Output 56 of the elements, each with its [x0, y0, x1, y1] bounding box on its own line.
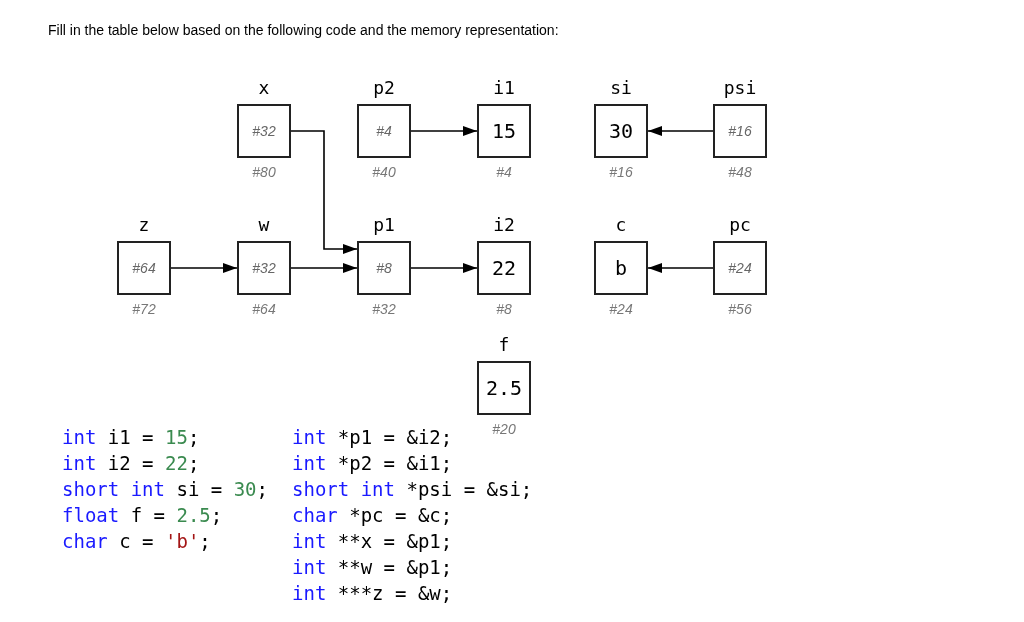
variable-name: w: [258, 214, 270, 237]
code-line: char c = 'b';: [62, 529, 211, 554]
memory-address: #80: [252, 163, 276, 182]
instruction-text: Fill in the table below based on the following code and the memory representation:: [48, 21, 559, 40]
code-line: char *pc = &c;: [292, 503, 453, 528]
memory-cell: 15: [477, 104, 531, 158]
memory-cell: b: [594, 241, 648, 295]
memory-cell: #8: [357, 241, 411, 295]
variable-name: psi: [723, 77, 757, 100]
memory-address: #24: [609, 300, 633, 319]
variable-name: i1: [493, 77, 515, 100]
variable-name: pc: [729, 214, 751, 237]
code-line: int i2 = 22;: [62, 451, 200, 476]
memory-address: #48: [728, 163, 752, 182]
memory-address: #40: [372, 163, 396, 182]
memory-address: #20: [492, 420, 516, 439]
variable-name: x: [258, 77, 270, 100]
code-line: int **w = &p1;: [292, 555, 453, 580]
memory-cell: 22: [477, 241, 531, 295]
memory-cell: 30: [594, 104, 648, 158]
pointer-arrow: [290, 130, 358, 254]
memory-cell: #24: [713, 241, 767, 295]
code-line: short int *psi = &si;: [292, 477, 533, 502]
memory-address: #32: [372, 300, 396, 319]
memory-cell: #32: [237, 241, 291, 295]
variable-name: c: [615, 214, 627, 237]
memory-address: #72: [132, 300, 156, 319]
pointer-arrow: [410, 263, 478, 273]
memory-address: #64: [252, 300, 276, 319]
code-line: int *p2 = &i1;: [292, 451, 453, 476]
variable-name: z: [138, 214, 150, 237]
pointer-arrow: [647, 263, 714, 273]
memory-cell: #16: [713, 104, 767, 158]
variable-name: p2: [373, 77, 395, 100]
variable-name: f: [498, 334, 510, 357]
memory-cell: #64: [117, 241, 171, 295]
variable-name: i2: [493, 214, 515, 237]
code-line: int *p1 = &i2;: [292, 425, 453, 450]
memory-address: #56: [728, 300, 752, 319]
variable-name: si: [610, 77, 632, 100]
code-line: int ***z = &w;: [292, 581, 453, 606]
memory-address: #8: [496, 300, 512, 319]
variable-name: p1: [373, 214, 395, 237]
pointer-arrow: [647, 126, 714, 136]
memory-address: #4: [496, 163, 512, 182]
code-line: float f = 2.5;: [62, 503, 223, 528]
memory-cell: #4: [357, 104, 411, 158]
code-line: int **x = &p1;: [292, 529, 453, 554]
memory-cell: #32: [237, 104, 291, 158]
memory-cell: 2.5: [477, 361, 531, 415]
code-line: int i1 = 15;: [62, 425, 200, 450]
pointer-arrow: [290, 263, 358, 273]
pointer-arrow: [410, 126, 478, 136]
code-line: short int si = 30;: [62, 477, 268, 502]
memory-address: #16: [609, 163, 633, 182]
pointer-arrow: [170, 263, 238, 273]
